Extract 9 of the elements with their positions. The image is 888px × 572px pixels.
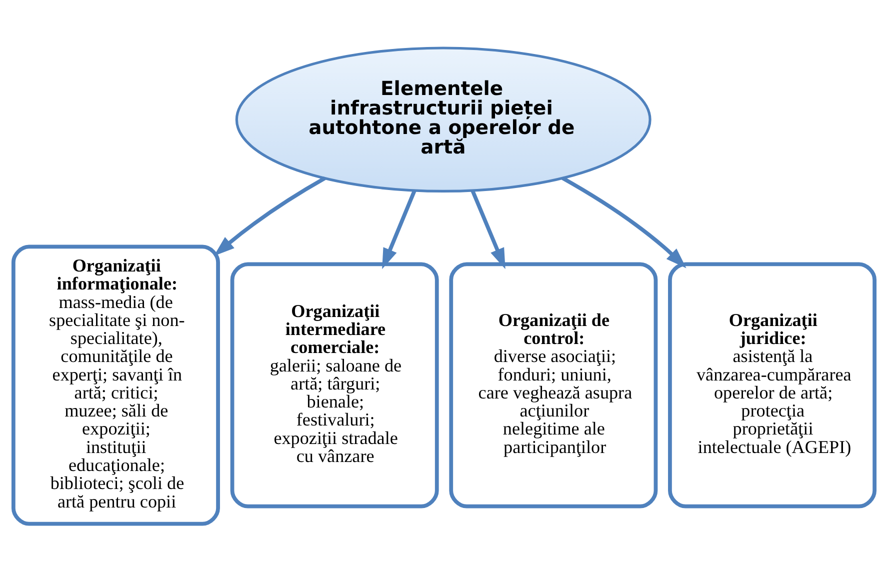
arrow [382,190,416,270]
arrow [470,190,506,270]
node-box: Organizaţii juridice: asistenţă la vânzarea-cumpărarea operelor de artă; protecţia proprietăţii intelectuale (AGEPI) [668,262,876,508]
arrow [562,176,686,268]
node-box: Organizaţii informaţionale: mass-media (de specialitate şi non-specialitate), comunităţile de experţi; savanţi în artă; critici; muzee; săli de expoziţii; instituţii educaţionale; biblioteci; şcoli de artă pentru copii [12,244,220,526]
node-box: Organizaţii intermediare comerciale: galerii; saloane de artă; târguri; bienale; festivaluri; expoziţii stradale cu vânzare [230,262,439,508]
arrow [214,176,326,256]
node-ellipse: Elementele infrastructurii pieței autohtone a operelor de artă [235,46,652,193]
node-box: Organizaţii de control: diverse asociaţii; fonduri; uniuni, care veghează asupra acţiunilor nelegitime ale participanţilor [449,262,658,508]
